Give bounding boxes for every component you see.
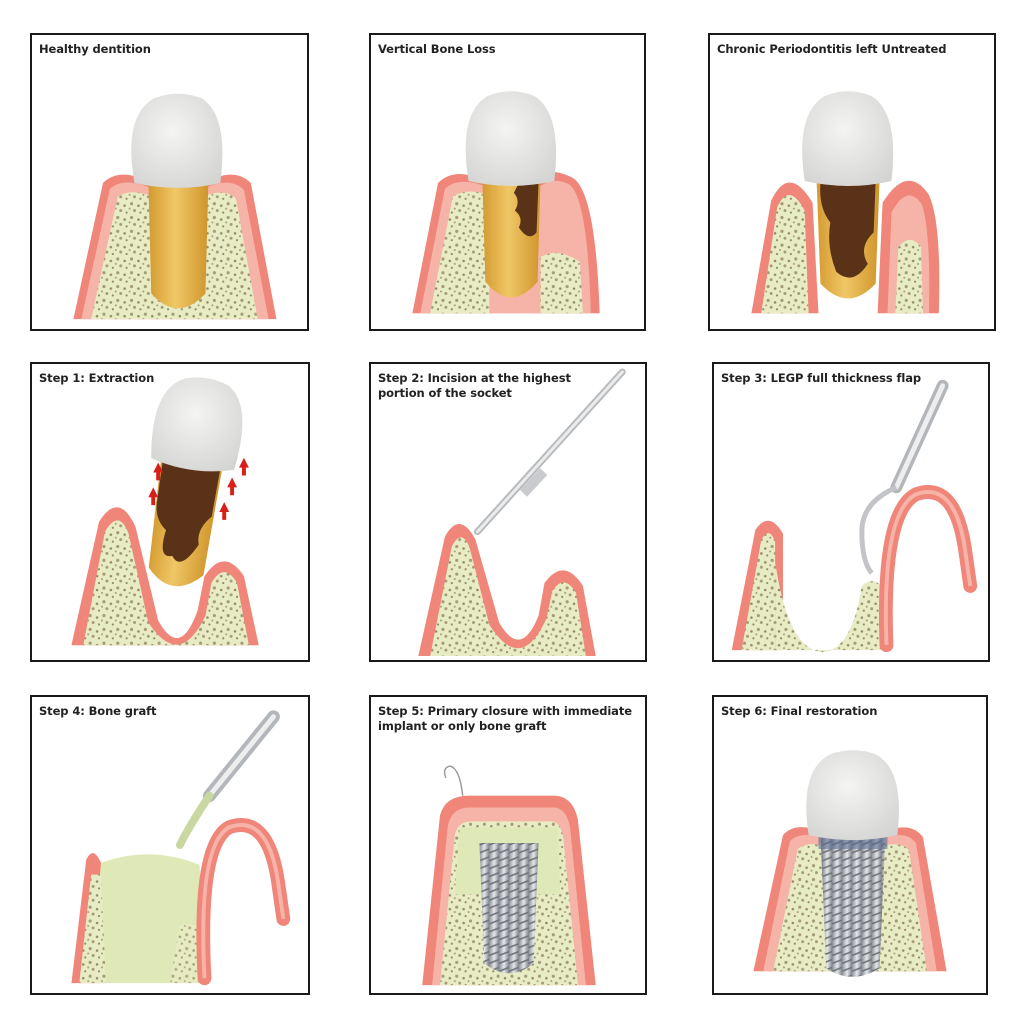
periodontitis-illustration <box>751 91 940 314</box>
final-restoration-illustration <box>753 750 947 977</box>
panel-step-4-bone-graft: Step 4: Bone graft <box>30 695 310 995</box>
panel-label: Chronic Periodontitis left Untreated <box>717 42 946 57</box>
panel-chronic-periodontitis: Chronic Periodontitis left Untreated <box>708 33 996 331</box>
extraction-illustration <box>71 377 259 646</box>
flap-illustration <box>731 379 978 653</box>
scalpel-icon <box>473 368 626 536</box>
healthy-tooth-illustration <box>73 93 277 320</box>
bone-graft-illustration <box>71 710 291 986</box>
crown-icon <box>806 750 899 841</box>
label-line: Healthy dentition <box>39 42 151 56</box>
label-line: Step 2: Incision at the highest <box>378 371 571 385</box>
label-line: Vertical Bone Loss <box>378 42 496 56</box>
bone-loss-illustration <box>412 91 600 314</box>
red-arrow-icons <box>148 457 249 520</box>
implant-icon <box>479 843 539 974</box>
panel-label: Vertical Bone Loss <box>378 42 496 57</box>
panel-step-3-flap: Step 3: LEGP full thickness flap <box>712 362 990 662</box>
implant-closure-illustration <box>422 765 596 986</box>
panel-label: Step 4: Bone graft <box>39 704 157 719</box>
label-line: Chronic Periodontitis left Untreated <box>717 42 947 56</box>
label-line: Step 1: Extraction <box>39 371 155 385</box>
implant-icon <box>820 835 886 977</box>
label-line: Step 5: Primary closure with immediate <box>378 704 632 718</box>
panel-healthy-dentition: Healthy dentition <box>30 33 309 331</box>
panel-label: Step 1: Extraction <box>39 371 154 386</box>
label-line: implant or only bone graft <box>378 719 547 733</box>
graft-carrier-icon <box>175 710 280 849</box>
periosteal-elevator-icon <box>859 379 949 575</box>
panel-vertical-bone-loss: Vertical Bone Loss <box>369 33 646 331</box>
panel-label: Step 6: Final restoration <box>721 704 877 719</box>
panel-label: Step 3: LEGP full thickness flap <box>721 371 921 386</box>
label-line: Step 3: LEGP full thickness flap <box>721 371 922 385</box>
panel-label: Healthy dentition <box>39 42 151 57</box>
suture-icon <box>443 765 464 796</box>
label-line: Step 6: Final restoration <box>721 704 878 718</box>
panel-step-6-final-restoration: Step 6: Final restoration <box>712 695 988 995</box>
incision-illustration <box>418 368 626 657</box>
label-line: portion of the socket <box>378 386 512 400</box>
label-line: Step 4: Bone graft <box>39 704 157 718</box>
panel-step-1-extraction: Step 1: Extraction <box>30 362 310 662</box>
